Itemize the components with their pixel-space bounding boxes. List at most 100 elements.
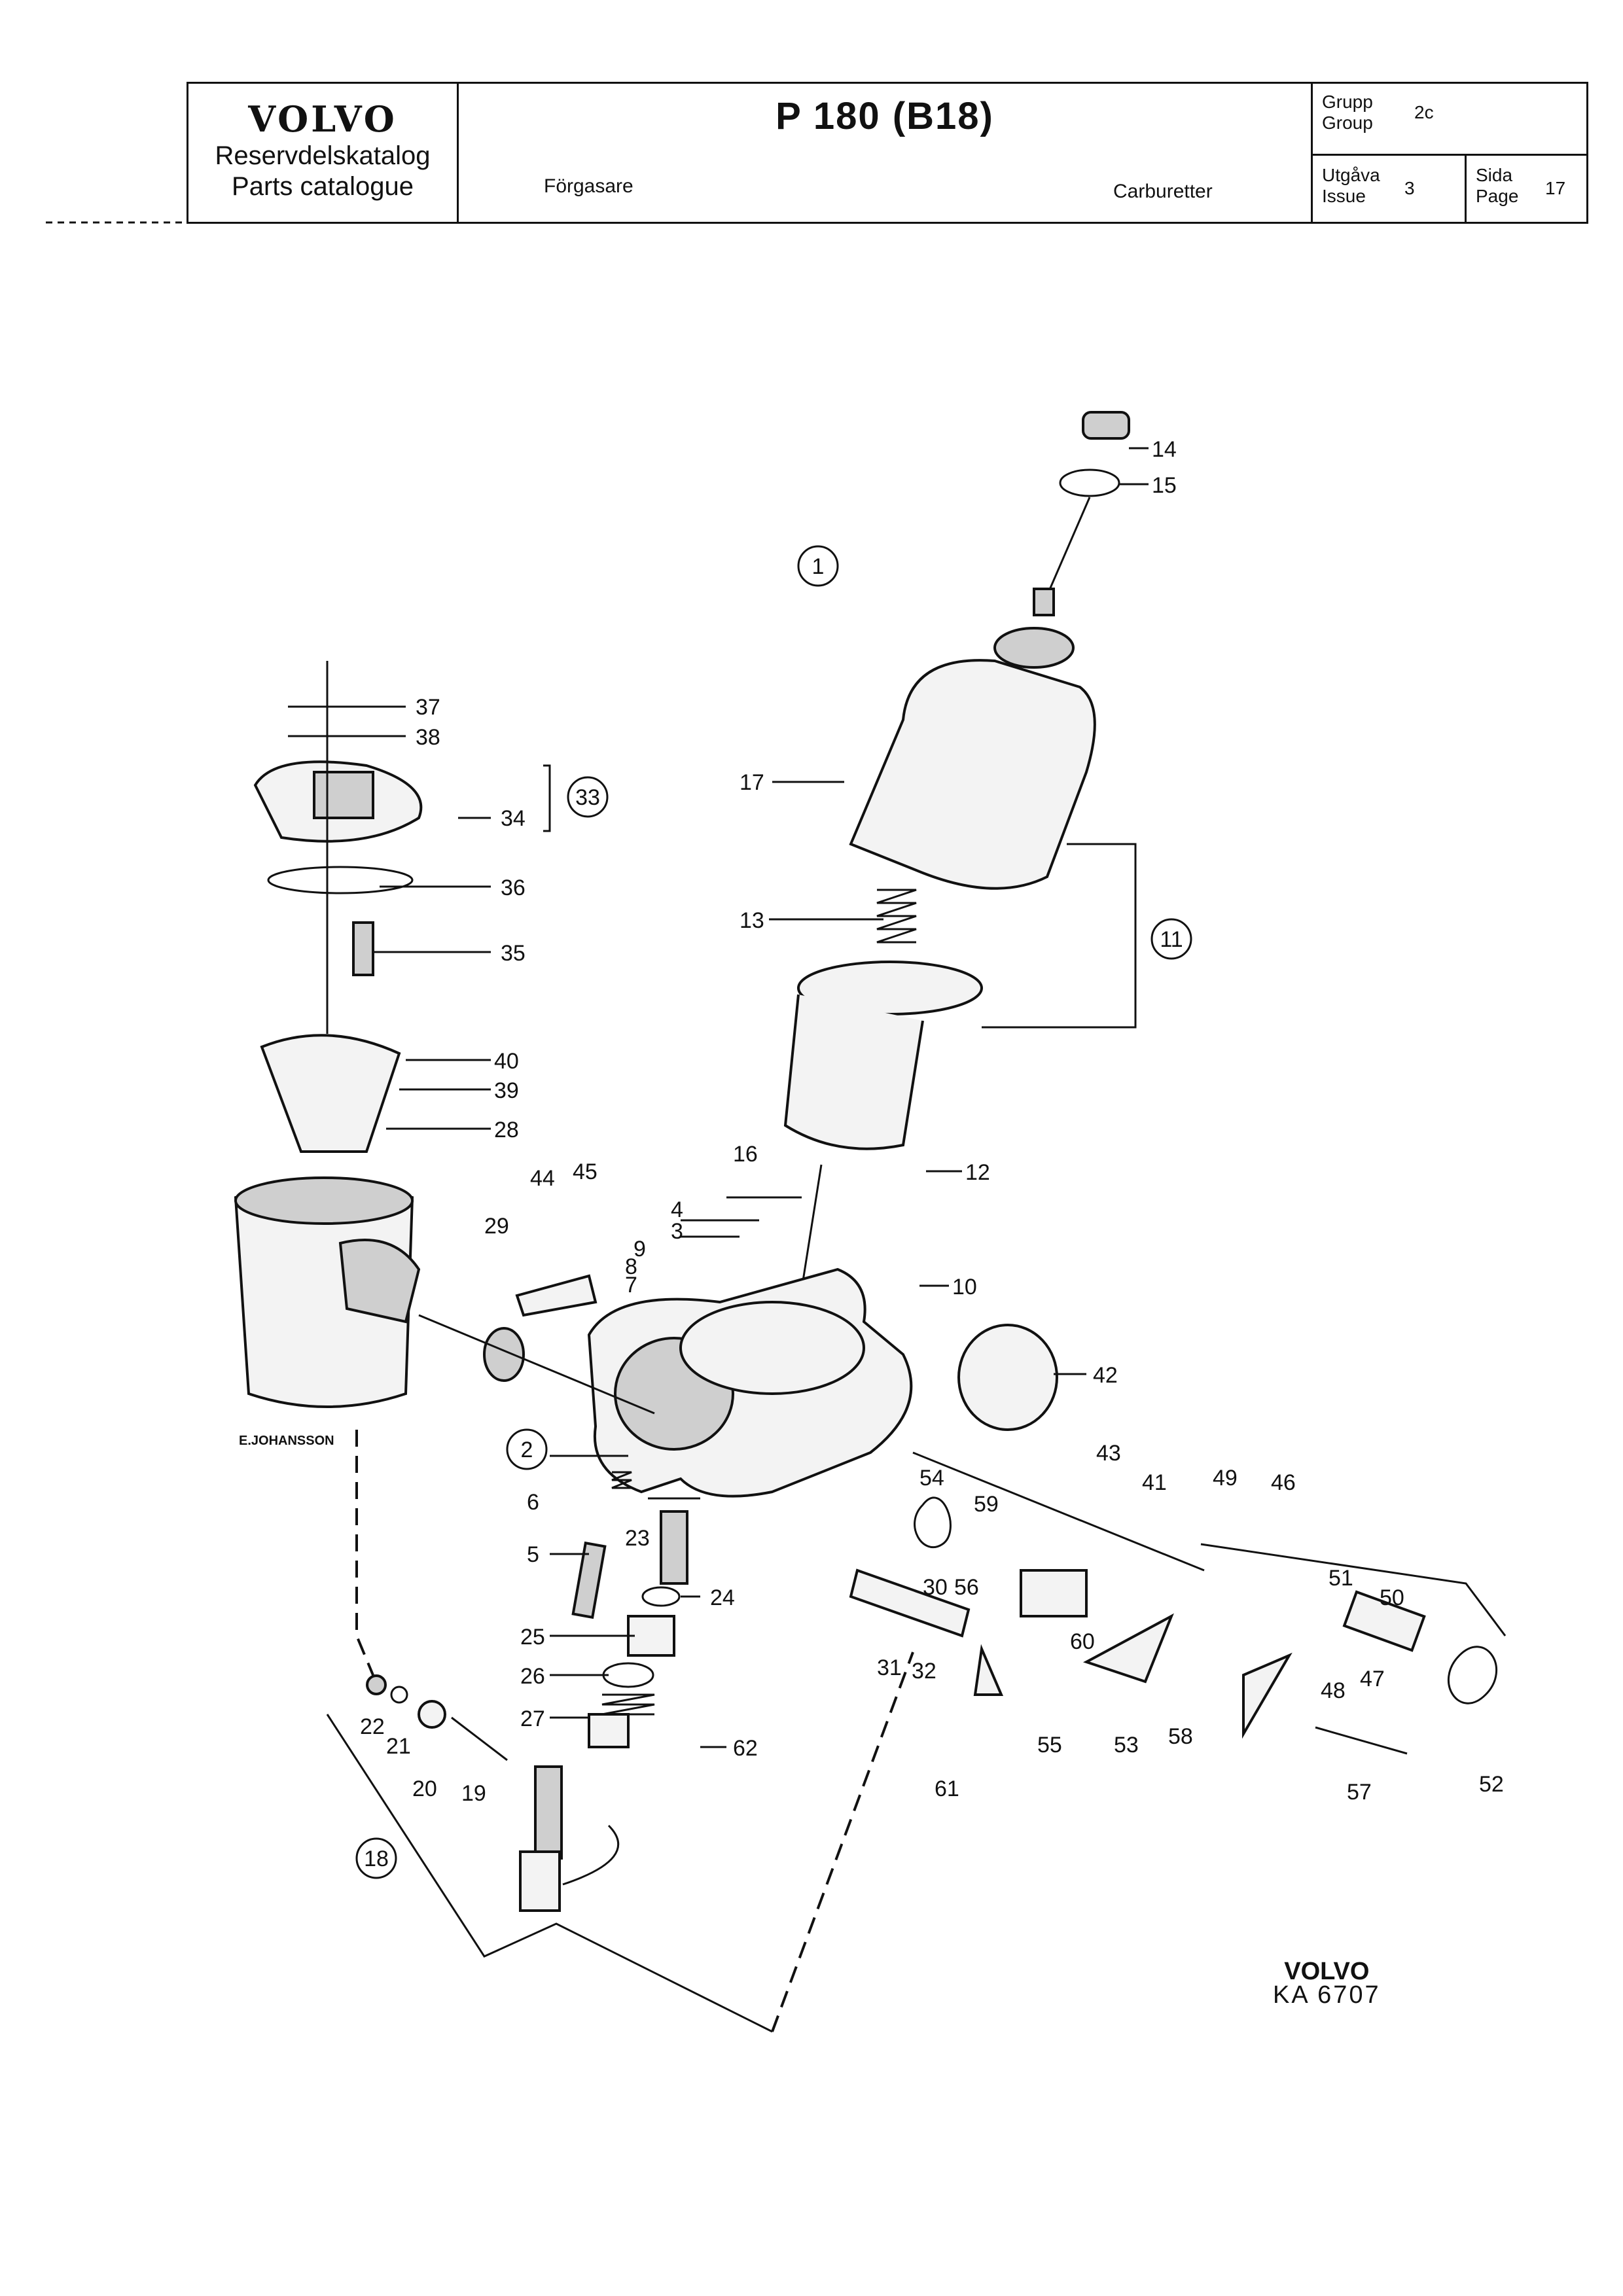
damper-piston	[1033, 588, 1055, 616]
artist-credit: E.JOHANSSON	[239, 1434, 334, 1448]
callout-circle-1	[797, 545, 839, 587]
feed-tube	[562, 1824, 620, 1886]
part-label: 53	[1114, 1733, 1139, 1757]
part-label: 19	[461, 1781, 486, 1806]
part-label: 39	[494, 1078, 519, 1103]
spring-6	[611, 1471, 632, 1489]
part-label: 40	[494, 1049, 519, 1074]
part-label: 15	[1152, 473, 1177, 498]
group-label-en: Group	[1322, 113, 1373, 133]
lid-gasket	[267, 866, 414, 894]
part-label: 57	[1347, 1780, 1372, 1805]
part-label: 54	[919, 1466, 944, 1491]
page-label-sv: Sida	[1476, 165, 1513, 185]
washer-26	[602, 1662, 654, 1688]
bolt-57	[1315, 1726, 1408, 1755]
part-label: 58	[1168, 1724, 1193, 1749]
part-label: 3	[671, 1219, 683, 1244]
section-title-en: Carburetter	[1113, 181, 1213, 202]
bush-50	[1342, 1590, 1426, 1652]
issue-label-sv: Utgåva	[1322, 165, 1380, 185]
part-label: 20	[412, 1776, 437, 1801]
brand-logo: VOLVO	[248, 98, 397, 140]
part-label: 56	[954, 1575, 979, 1600]
lever-48	[1242, 1652, 1293, 1739]
part-label: 36	[501, 875, 526, 900]
callout-circle-18	[355, 1837, 397, 1879]
part-label: 60	[1070, 1629, 1095, 1654]
group-cell: Grupp Group 2c	[1313, 84, 1586, 156]
spring-54	[914, 1496, 952, 1549]
part-label: 8	[625, 1254, 637, 1279]
part-label: 22	[360, 1714, 385, 1739]
part-label: 21	[386, 1734, 411, 1759]
part-label: 47	[1360, 1667, 1385, 1691]
footer-code: KA 6707	[1273, 1981, 1381, 2009]
dashed-route-right	[771, 1651, 914, 2032]
part-labels: 1 2 3 4 5 6 7 8 9 10 11 12 13 14 15 16 1…	[355, 437, 1504, 1879]
part-label: 1	[812, 554, 825, 579]
damper-rod	[1046, 497, 1091, 596]
spring-27	[601, 1693, 655, 1716]
dashed-route-left	[355, 1430, 374, 1676]
part-label: 5	[527, 1542, 539, 1567]
catalog-title-en: Parts catalogue	[232, 172, 414, 201]
part-label: 51	[1329, 1566, 1353, 1591]
jet-nut	[588, 1713, 630, 1748]
jet-bearing-25	[627, 1615, 675, 1657]
part-label: 9	[633, 1237, 646, 1262]
part-label: 48	[1321, 1678, 1346, 1703]
part-label: 62	[733, 1736, 758, 1761]
part-label: 29	[484, 1214, 509, 1239]
brand-cell: VOLVO Reservdelskatalog Parts catalogue	[188, 84, 459, 222]
part-label: 24	[710, 1585, 735, 1610]
model-name: P 180	[776, 95, 881, 137]
part-label: 44	[530, 1166, 555, 1191]
issue-value: 3	[1404, 178, 1415, 198]
bracket-33	[543, 764, 551, 832]
spring-52	[1447, 1646, 1498, 1704]
part-label: 13	[740, 908, 764, 933]
screw-31	[849, 1568, 971, 1638]
axis-line-float-body	[418, 1314, 655, 1415]
part-label: 6	[527, 1490, 539, 1515]
page-cell: Sida Page 17	[1467, 156, 1586, 222]
leader-lines	[288, 447, 1149, 1748]
part-label: 12	[965, 1160, 990, 1185]
float	[260, 1034, 401, 1153]
part-label: 31	[877, 1655, 902, 1680]
section-title-sv: Förgasare	[544, 175, 633, 197]
pin-5	[571, 1541, 607, 1619]
callout-circle-33	[567, 776, 609, 818]
damper-cap	[1082, 411, 1130, 440]
group-label-sv: Grupp	[1322, 92, 1373, 112]
chamber-neck	[993, 627, 1075, 669]
part-label: 7	[625, 1273, 637, 1298]
part-label: 26	[520, 1664, 545, 1689]
body-flange-gasket	[679, 1301, 865, 1395]
bracket-11	[982, 843, 1137, 1029]
nut-22	[366, 1674, 387, 1695]
part-label: 4	[671, 1197, 683, 1222]
part-label: 45	[573, 1159, 597, 1184]
engine-code: (B18)	[892, 95, 994, 137]
lid-banjo	[313, 771, 374, 819]
part-label: 42	[1093, 1363, 1118, 1388]
part-label: 49	[1213, 1466, 1238, 1491]
page-label-en: Page	[1476, 186, 1519, 206]
fast-idle-cam	[1020, 1569, 1088, 1617]
spring-55	[973, 1644, 1004, 1696]
issue-label-en: Issue	[1322, 186, 1366, 206]
damper-washer	[1059, 468, 1120, 497]
washer-21	[390, 1686, 408, 1704]
part-label: 52	[1479, 1772, 1504, 1797]
screw-19	[451, 1716, 508, 1761]
part-label: 55	[1037, 1733, 1062, 1757]
lever-44	[515, 1274, 597, 1317]
callout-circle-2	[506, 1428, 548, 1470]
page-value: 17	[1545, 178, 1566, 198]
float-chamber-rim	[234, 1176, 414, 1225]
model-title: P 180 (B18)	[459, 94, 1311, 138]
lever-53	[1082, 1613, 1174, 1684]
